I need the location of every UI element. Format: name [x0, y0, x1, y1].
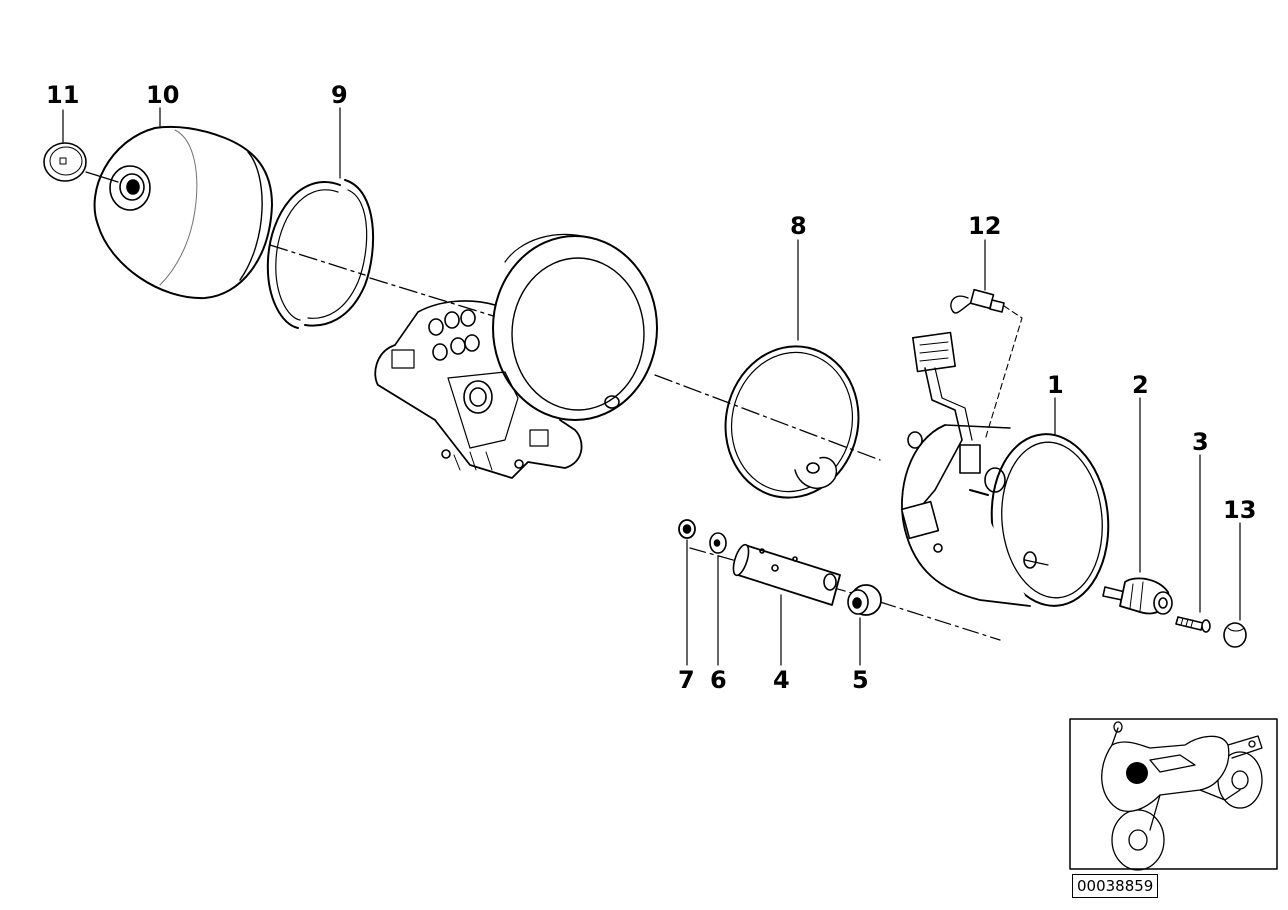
- part-5-bushing: [847, 584, 882, 616]
- part-2-reset-knob: [1102, 577, 1173, 615]
- part-10-rear-cover: [85, 125, 273, 300]
- part-9-split-ring: [266, 179, 375, 329]
- part-3-screw: [1175, 616, 1211, 633]
- part-12-sensor-wire: [950, 288, 1023, 441]
- callout-10: 10: [146, 81, 179, 109]
- leader-lines: [62, 107, 1241, 666]
- part-4-sleeve: [732, 543, 841, 606]
- instrument-housing: [374, 233, 658, 479]
- diagram-number: 00038859: [1072, 874, 1159, 898]
- callout-7: 7: [678, 666, 695, 694]
- part-8-retaining-ring: [724, 345, 860, 499]
- part-7-nut: [678, 519, 696, 539]
- callout-12: 12: [968, 212, 1001, 240]
- callout-13: 13: [1223, 496, 1256, 524]
- location-thumbnail: [1069, 718, 1278, 871]
- callout-8: 8: [790, 212, 807, 240]
- callout-5: 5: [852, 666, 869, 694]
- callout-2: 2: [1132, 371, 1149, 399]
- part-6-washer: [709, 532, 727, 554]
- callout-11: 11: [46, 81, 79, 109]
- callout-4: 4: [773, 666, 790, 694]
- part-1-instrument: [900, 331, 1110, 607]
- location-marker: [1126, 762, 1148, 784]
- callout-6: 6: [710, 666, 727, 694]
- callout-1: 1: [1047, 371, 1064, 399]
- part-11-cap: [43, 142, 87, 182]
- part-13-cap: [1223, 622, 1247, 648]
- callout-3: 3: [1192, 428, 1209, 456]
- motorcycle-location-icon: [1101, 721, 1263, 871]
- callout-9: 9: [331, 81, 348, 109]
